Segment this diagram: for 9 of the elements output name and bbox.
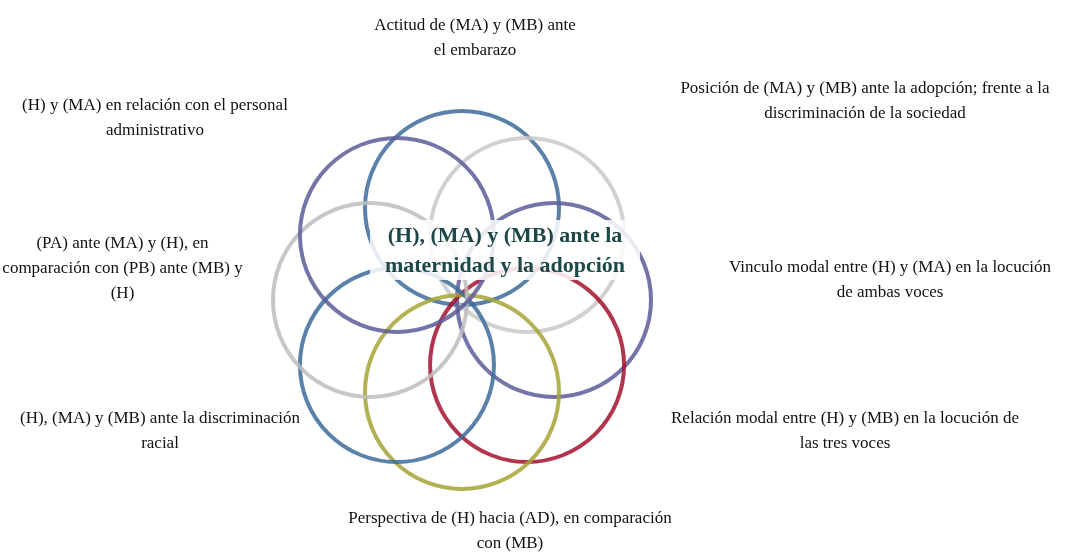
ring-caption: Posición de (MA) y (MB) ante la adopción; frente a la discriminación de la sociedad (679, 77, 1051, 124)
ring-caption: Vinculo modal entre (H) y (MA) en la locución de ambas voces (728, 256, 1052, 303)
ring-caption: (H) y (MA) en relación con el personal administrativo (21, 94, 289, 141)
ring-caption: Perspectiva de (H) hacia (AD), en comparación con (MB) (347, 507, 673, 554)
ring-caption: Actitud de (MA) y (MB) ante el embarazo (373, 14, 577, 61)
ring-caption: (H), (MA) y (MB) ante la discriminación racial (19, 407, 301, 454)
ring-caption: (PA) ante (MA) y (H), en comparación con (PB) ante (MB) y (H) (1, 232, 244, 304)
center-heading: (H), (MA) y (MB) ante la maternidad y la adopción (370, 220, 640, 280)
ring-caption: Relación modal entre (H) y (MB) en la locución de las tres voces (670, 407, 1020, 454)
